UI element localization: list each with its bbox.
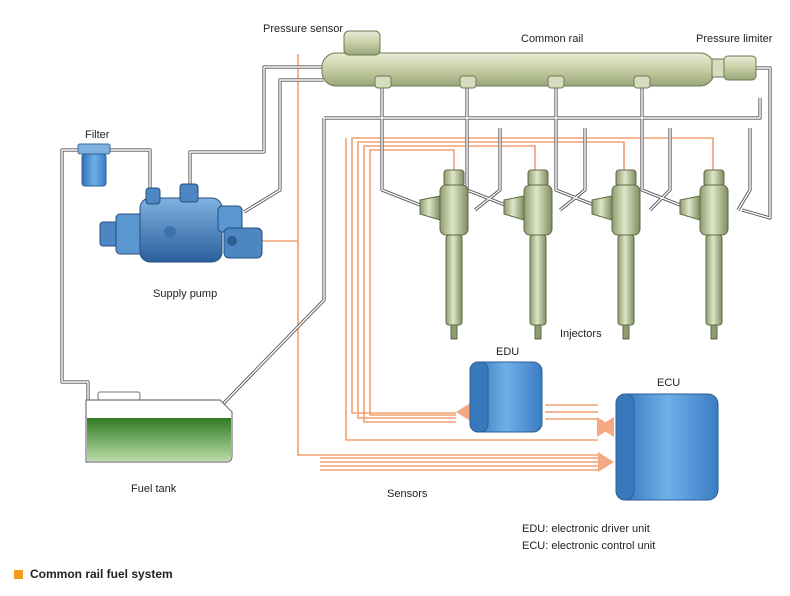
label-filter: Filter	[85, 129, 110, 141]
label-sensors: Sensors	[387, 488, 428, 500]
label-injectors: Injectors	[560, 328, 602, 340]
label-pressure-sensor: Pressure sensor	[263, 23, 344, 35]
caption-marker-icon	[14, 569, 23, 579]
injector-1	[419, 169, 469, 340]
label-common-rail: Common rail	[521, 33, 584, 45]
sensor-wires	[262, 54, 714, 471]
fuel-tank	[85, 391, 233, 463]
pressure-sensor-part	[343, 30, 381, 56]
ecu-unit	[615, 393, 719, 501]
arrow-to-edu	[456, 402, 472, 422]
injector-4	[679, 169, 729, 340]
label-fuel-tank: Fuel tank	[131, 483, 177, 495]
edu-unit	[469, 361, 543, 433]
injector-3	[591, 169, 641, 340]
abbreviation-legend: EDU: electronic driver unit ECU: electro…	[522, 521, 655, 555]
label-pressure-limiter: Pressure limiter	[696, 33, 773, 45]
pressure-limiter-part	[711, 55, 757, 81]
supply-pump-part	[99, 183, 263, 263]
caption-text: Common rail fuel system	[30, 567, 173, 581]
signal-arrows	[456, 402, 614, 472]
label-edu: EDU	[496, 346, 520, 358]
arrow-ecu-left	[598, 417, 614, 437]
label-ecu: ECU	[657, 377, 681, 389]
arrow-sensors-to-ecu	[598, 452, 614, 472]
injector-2	[503, 169, 553, 340]
figure-caption: Common rail fuel system	[14, 567, 173, 581]
filter-part	[77, 143, 111, 187]
legend-edu: EDU: electronic driver unit	[522, 523, 650, 535]
label-supply-pump: Supply pump	[153, 288, 218, 300]
legend-ecu: ECU: electronic control unit	[522, 540, 656, 552]
common-rail	[321, 52, 715, 89]
